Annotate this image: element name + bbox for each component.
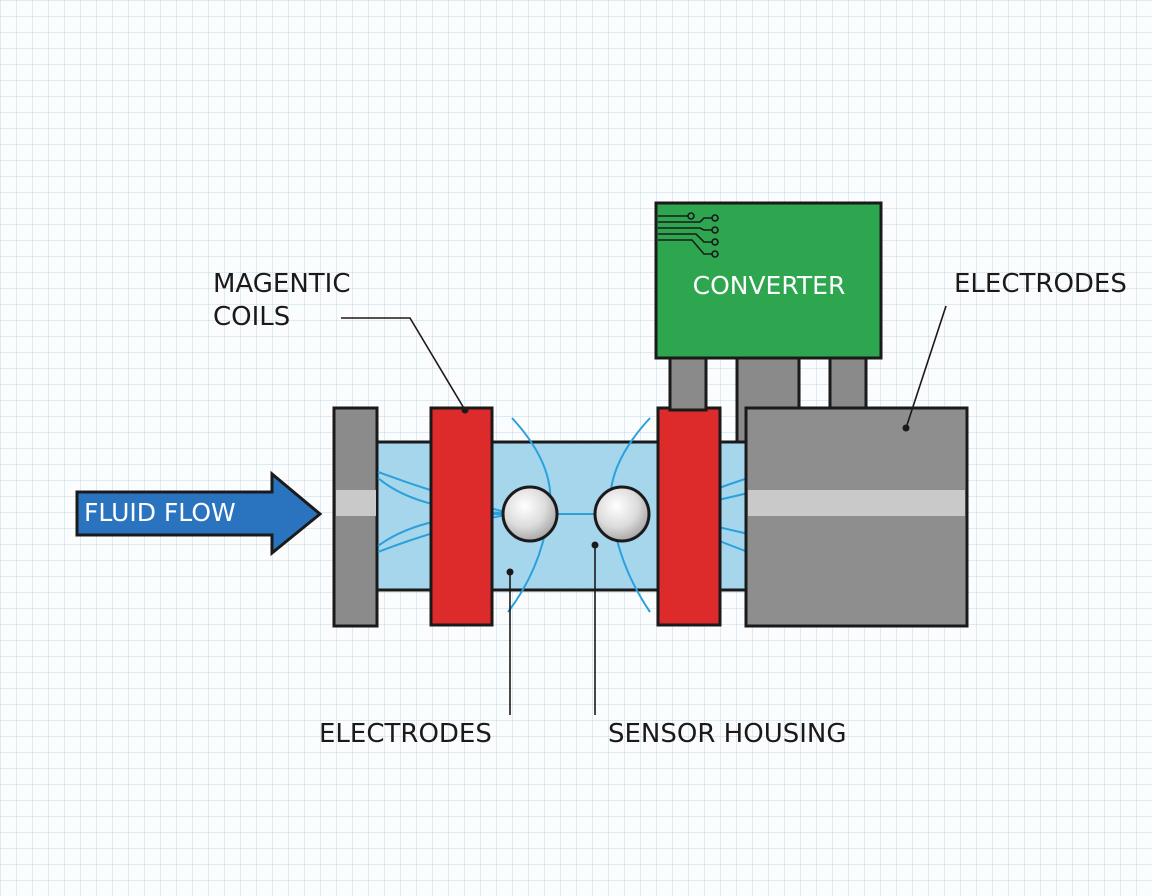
sensor-housing-label: SENSOR HOUSING bbox=[608, 719, 847, 749]
left-flange-stripe bbox=[336, 490, 376, 516]
fluid-flow-arrow bbox=[75, 470, 323, 557]
left-flange bbox=[332, 406, 379, 628]
converter-box bbox=[654, 201, 883, 360]
converter-post-3 bbox=[828, 354, 868, 412]
sensor-housing-block bbox=[744, 406, 969, 628]
magnetic-coils-label: MAGENTIC COILS bbox=[213, 268, 351, 334]
electrode-left bbox=[501, 485, 559, 543]
magnetic-coil-right bbox=[656, 406, 722, 627]
fluid-flow-label: FLUID FLOW bbox=[84, 498, 236, 527]
converter-label: CONVERTER bbox=[692, 271, 846, 300]
electrode-right bbox=[593, 485, 651, 543]
sensor-housing-stripe bbox=[748, 490, 965, 516]
magnetic-coils-label-line2: COILS bbox=[213, 302, 291, 332]
magnetic-coil-left bbox=[429, 406, 494, 627]
electrodes-label-bottom: ELECTRODES bbox=[319, 719, 492, 749]
converter-post-1 bbox=[668, 354, 708, 412]
leader-electrodes-right bbox=[905, 305, 947, 429]
leader-coils bbox=[341, 317, 466, 411]
circuit-traces-icon bbox=[658, 212, 719, 258]
electrodes-label-right: ELECTRODES bbox=[954, 269, 1127, 299]
leader-lines bbox=[341, 305, 947, 715]
magnetic-coils-label-line1: MAGENTIC bbox=[213, 269, 351, 299]
leader-dots bbox=[461, 406, 910, 576]
